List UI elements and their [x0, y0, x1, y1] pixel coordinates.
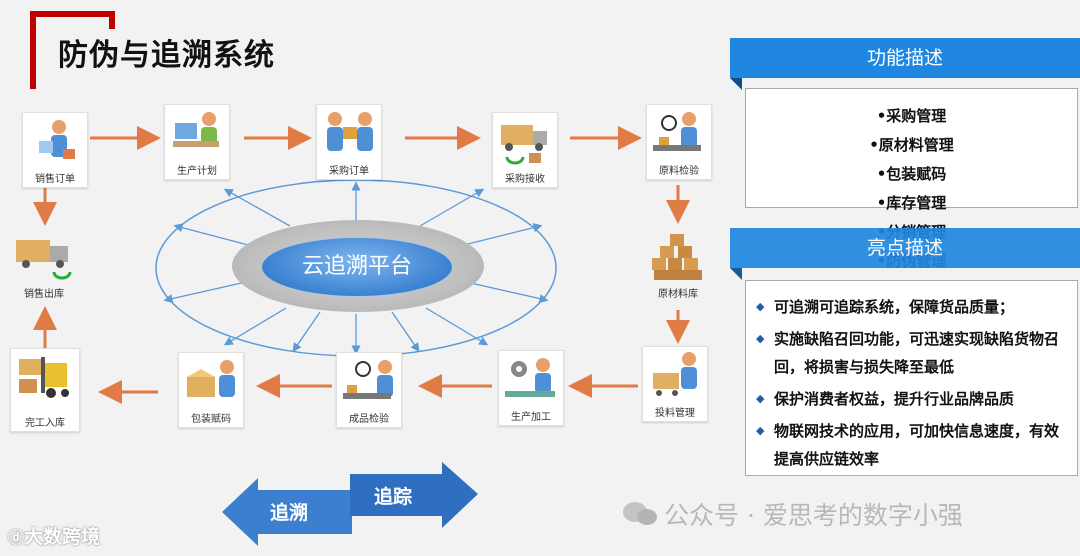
function-panel-header: 功能描述 [730, 38, 1080, 90]
truck-icon [16, 240, 72, 280]
highlight-item: ◆ 可追溯可追踪系统，保障货品质量； [756, 293, 1067, 321]
watermark-text: 公众号 · 爱思考的数字小强 [664, 501, 963, 530]
gear-worker-icon [505, 358, 555, 397]
node-feed-manage: 投料管理 [642, 346, 708, 422]
node-purchase-receive: 采购接收 [492, 112, 558, 188]
wechat-icon [622, 500, 658, 534]
node-material-inspect: 原料检验 [646, 104, 712, 180]
node-production-plan: 生产计划 [164, 104, 230, 180]
inspection-icon [653, 112, 701, 151]
node-label: 生产计划 [177, 166, 217, 177]
node-raw-warehouse: 原材料库 [646, 228, 710, 302]
handshake-icon [327, 112, 373, 151]
truck-icon [501, 125, 547, 165]
highlight-text: 可追溯可追踪系统，保障货品质量； [774, 298, 1015, 316]
trace-forward-label: 追踪 [374, 485, 412, 508]
node-purchase-order: 采购订单 [316, 104, 382, 180]
package-worker-icon [187, 360, 235, 397]
person-icon [39, 120, 75, 159]
page-title: 防伪与追溯系统 [58, 38, 275, 73]
highlight-item: ◆ 物联网技术的应用，可加快信息速度，有效提高供应链效率 [756, 417, 1067, 473]
node-label: 生产加工 [511, 412, 551, 423]
logo-icon: ⓓ [8, 528, 25, 547]
cloud-trace-platform: 云追溯平台 [262, 238, 452, 296]
trace-back-label: 追溯 [270, 501, 308, 524]
node-finished-warehouse: 完工入库 [10, 348, 80, 432]
node-label: 成品检验 [349, 414, 389, 425]
node-label: 销售出库 [24, 289, 64, 300]
title-bracket [30, 11, 115, 89]
node-label: 原料检验 [659, 166, 699, 177]
computer-worker-icon [173, 112, 219, 147]
radial-spokes [163, 181, 549, 355]
cart-worker-icon [653, 352, 697, 396]
function-item: •原材料管理 [869, 136, 954, 154]
inspection-icon [343, 360, 393, 399]
function-panel-box [745, 88, 1078, 208]
highlight-panel-box: ◆ 可追溯可追踪系统，保障货品质量； ◆ 实施缺陷召回功能，可迅速实现缺陷货物召回，… [745, 280, 1078, 476]
highlight-text: 物联网技术的应用，可加快信息速度，有效提高供应链效率 [774, 422, 1060, 468]
node-production: 生产加工 [498, 350, 564, 426]
diamond-icon: ◆ [756, 392, 765, 405]
node-label: 采购订单 [329, 166, 369, 177]
node-label: 销售订单 [35, 174, 75, 185]
function-item: •采购管理 [876, 107, 947, 125]
diamond-icon: ◆ [756, 332, 765, 345]
watermark-wechat: 公众号 · 爱思考的数字小强 [622, 496, 963, 534]
node-label: 包装赋码 [191, 414, 231, 425]
diamond-icon: ◆ [756, 300, 765, 313]
forklift-icon [19, 357, 69, 398]
boxes-icon [652, 234, 702, 280]
function-item: •包装赋码 [876, 165, 947, 183]
watermark-left-text: 大数跨境 [24, 526, 101, 548]
node-sales-order: 销售订单 [22, 112, 88, 188]
flow-arrows [33, 126, 690, 404]
highlight-text: 保护消费者权益，提升行业品牌品质 [774, 390, 1015, 408]
node-label: 完工入库 [25, 418, 65, 429]
node-label: 投料管理 [655, 408, 695, 419]
node-label: 原材料库 [658, 289, 698, 300]
function-item: •库存管理 [876, 194, 947, 212]
highlight-item: ◆ 实施缺陷召回功能，可迅速实现缺陷货物召回，将损害与损失降至最低 [756, 325, 1067, 381]
node-product-inspect: 成品检验 [336, 352, 402, 428]
node-packaging-code: 包装赋码 [178, 352, 244, 428]
node-label: 采购接收 [505, 174, 545, 185]
highlight-panel-header: 亮点描述 [730, 228, 1080, 280]
watermark-logo: ⓓ大数跨境 [8, 522, 100, 549]
highlight-text: 实施缺陷召回功能，可迅速实现缺陷货物召回，将损害与损失降至最低 [774, 330, 1060, 376]
trace-arrows [222, 462, 478, 546]
diamond-icon: ◆ [756, 424, 765, 437]
node-sales-outbound: 销售出库 [10, 228, 74, 302]
highlight-item: ◆ 保护消费者权益，提升行业品牌品质 [756, 385, 1067, 413]
